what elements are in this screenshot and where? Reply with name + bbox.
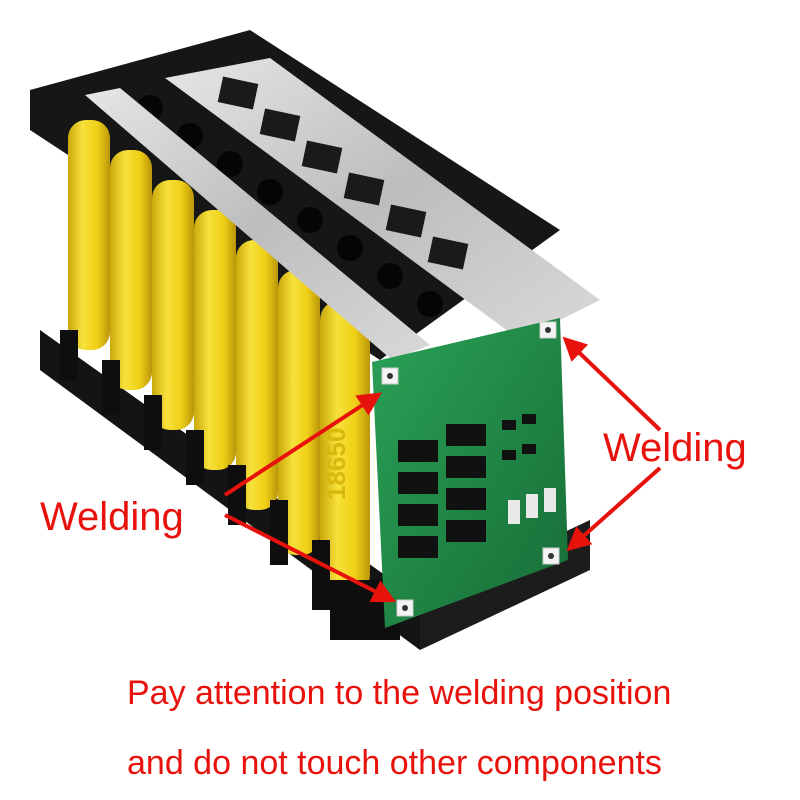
instruction-line-2: and do not touch other components: [127, 744, 662, 782]
welding-label-left: Welding: [40, 495, 184, 539]
cell-group: [68, 120, 370, 595]
strip-holes: [217, 76, 469, 270]
cell: [68, 120, 110, 350]
cell: [194, 210, 236, 470]
welding-label-right: Welding: [603, 426, 747, 470]
cell: [320, 300, 370, 595]
cell: [278, 270, 320, 555]
nickel-strip-left: [85, 88, 430, 360]
solder-pad-holes: [387, 327, 554, 611]
cell: [152, 180, 194, 430]
cell: [110, 150, 152, 390]
arrow-right-lower: [566, 466, 662, 552]
cell: [236, 240, 278, 510]
arrow-left-upper: [223, 392, 383, 497]
top-holder: [30, 30, 560, 360]
pcb-components: [398, 414, 556, 558]
arrow-right-upper: [562, 336, 662, 432]
cell-marking: 18650: [321, 428, 351, 500]
arrow-left-lower: [224, 513, 397, 603]
instruction-line-1: Pay attention to the welding position: [127, 674, 672, 712]
